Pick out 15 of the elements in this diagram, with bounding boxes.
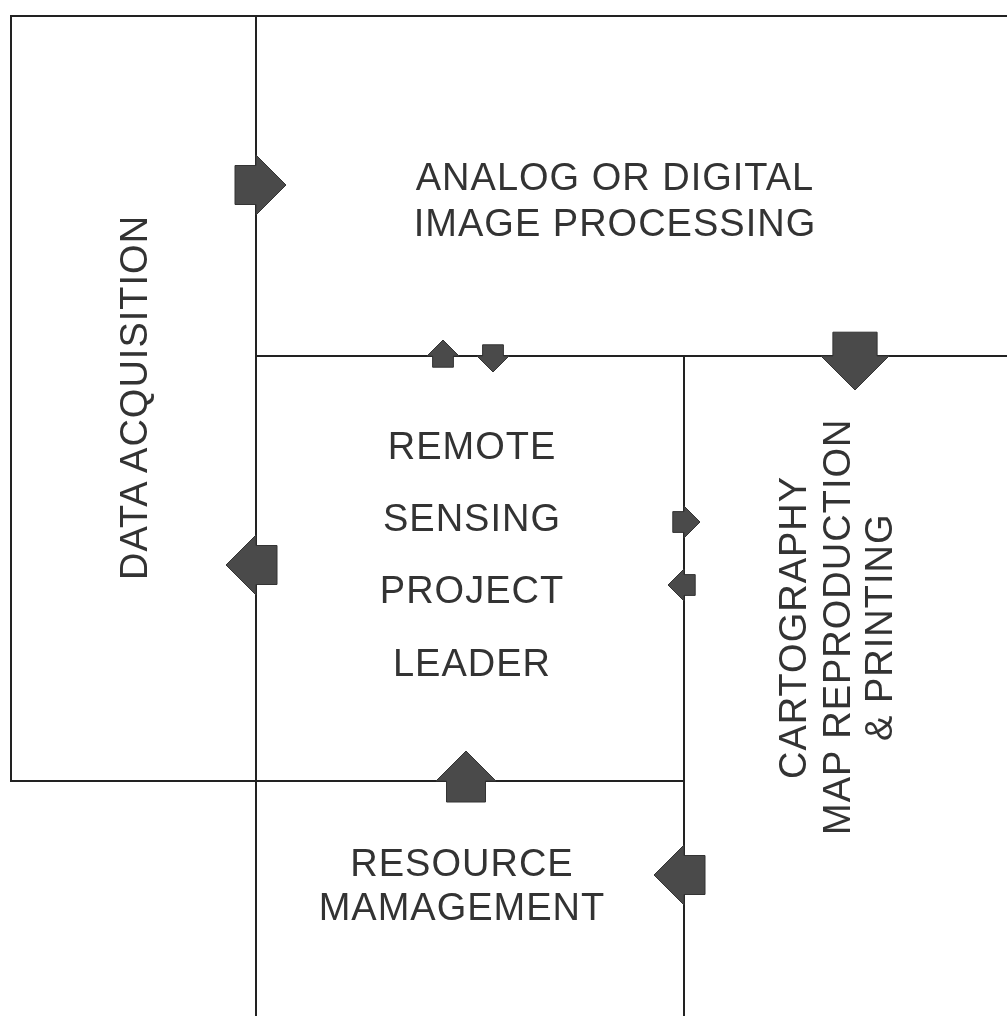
department-label: ANALOG OR DIGITAL IMAGE PROCESSING bbox=[412, 155, 818, 246]
arrow bbox=[426, 339, 460, 368]
arrow bbox=[435, 750, 497, 803]
arrow bbox=[476, 344, 510, 373]
arrow bbox=[820, 331, 890, 391]
arrow bbox=[672, 505, 701, 539]
department-label: DATA ACQUISITION bbox=[112, 213, 156, 582]
department-label: CARTOGRAPHY bbox=[773, 474, 815, 781]
arrow bbox=[653, 844, 706, 906]
arrow bbox=[225, 534, 278, 596]
department-label: MAP REPRODUCTION & PRINTING bbox=[817, 417, 901, 837]
department-label: RESOURCE MAMAGEMENT bbox=[317, 842, 607, 930]
arrow bbox=[234, 154, 287, 216]
arrow bbox=[667, 568, 696, 602]
department-label: REMOTE SENSING PROJECT LEADER bbox=[378, 424, 566, 686]
